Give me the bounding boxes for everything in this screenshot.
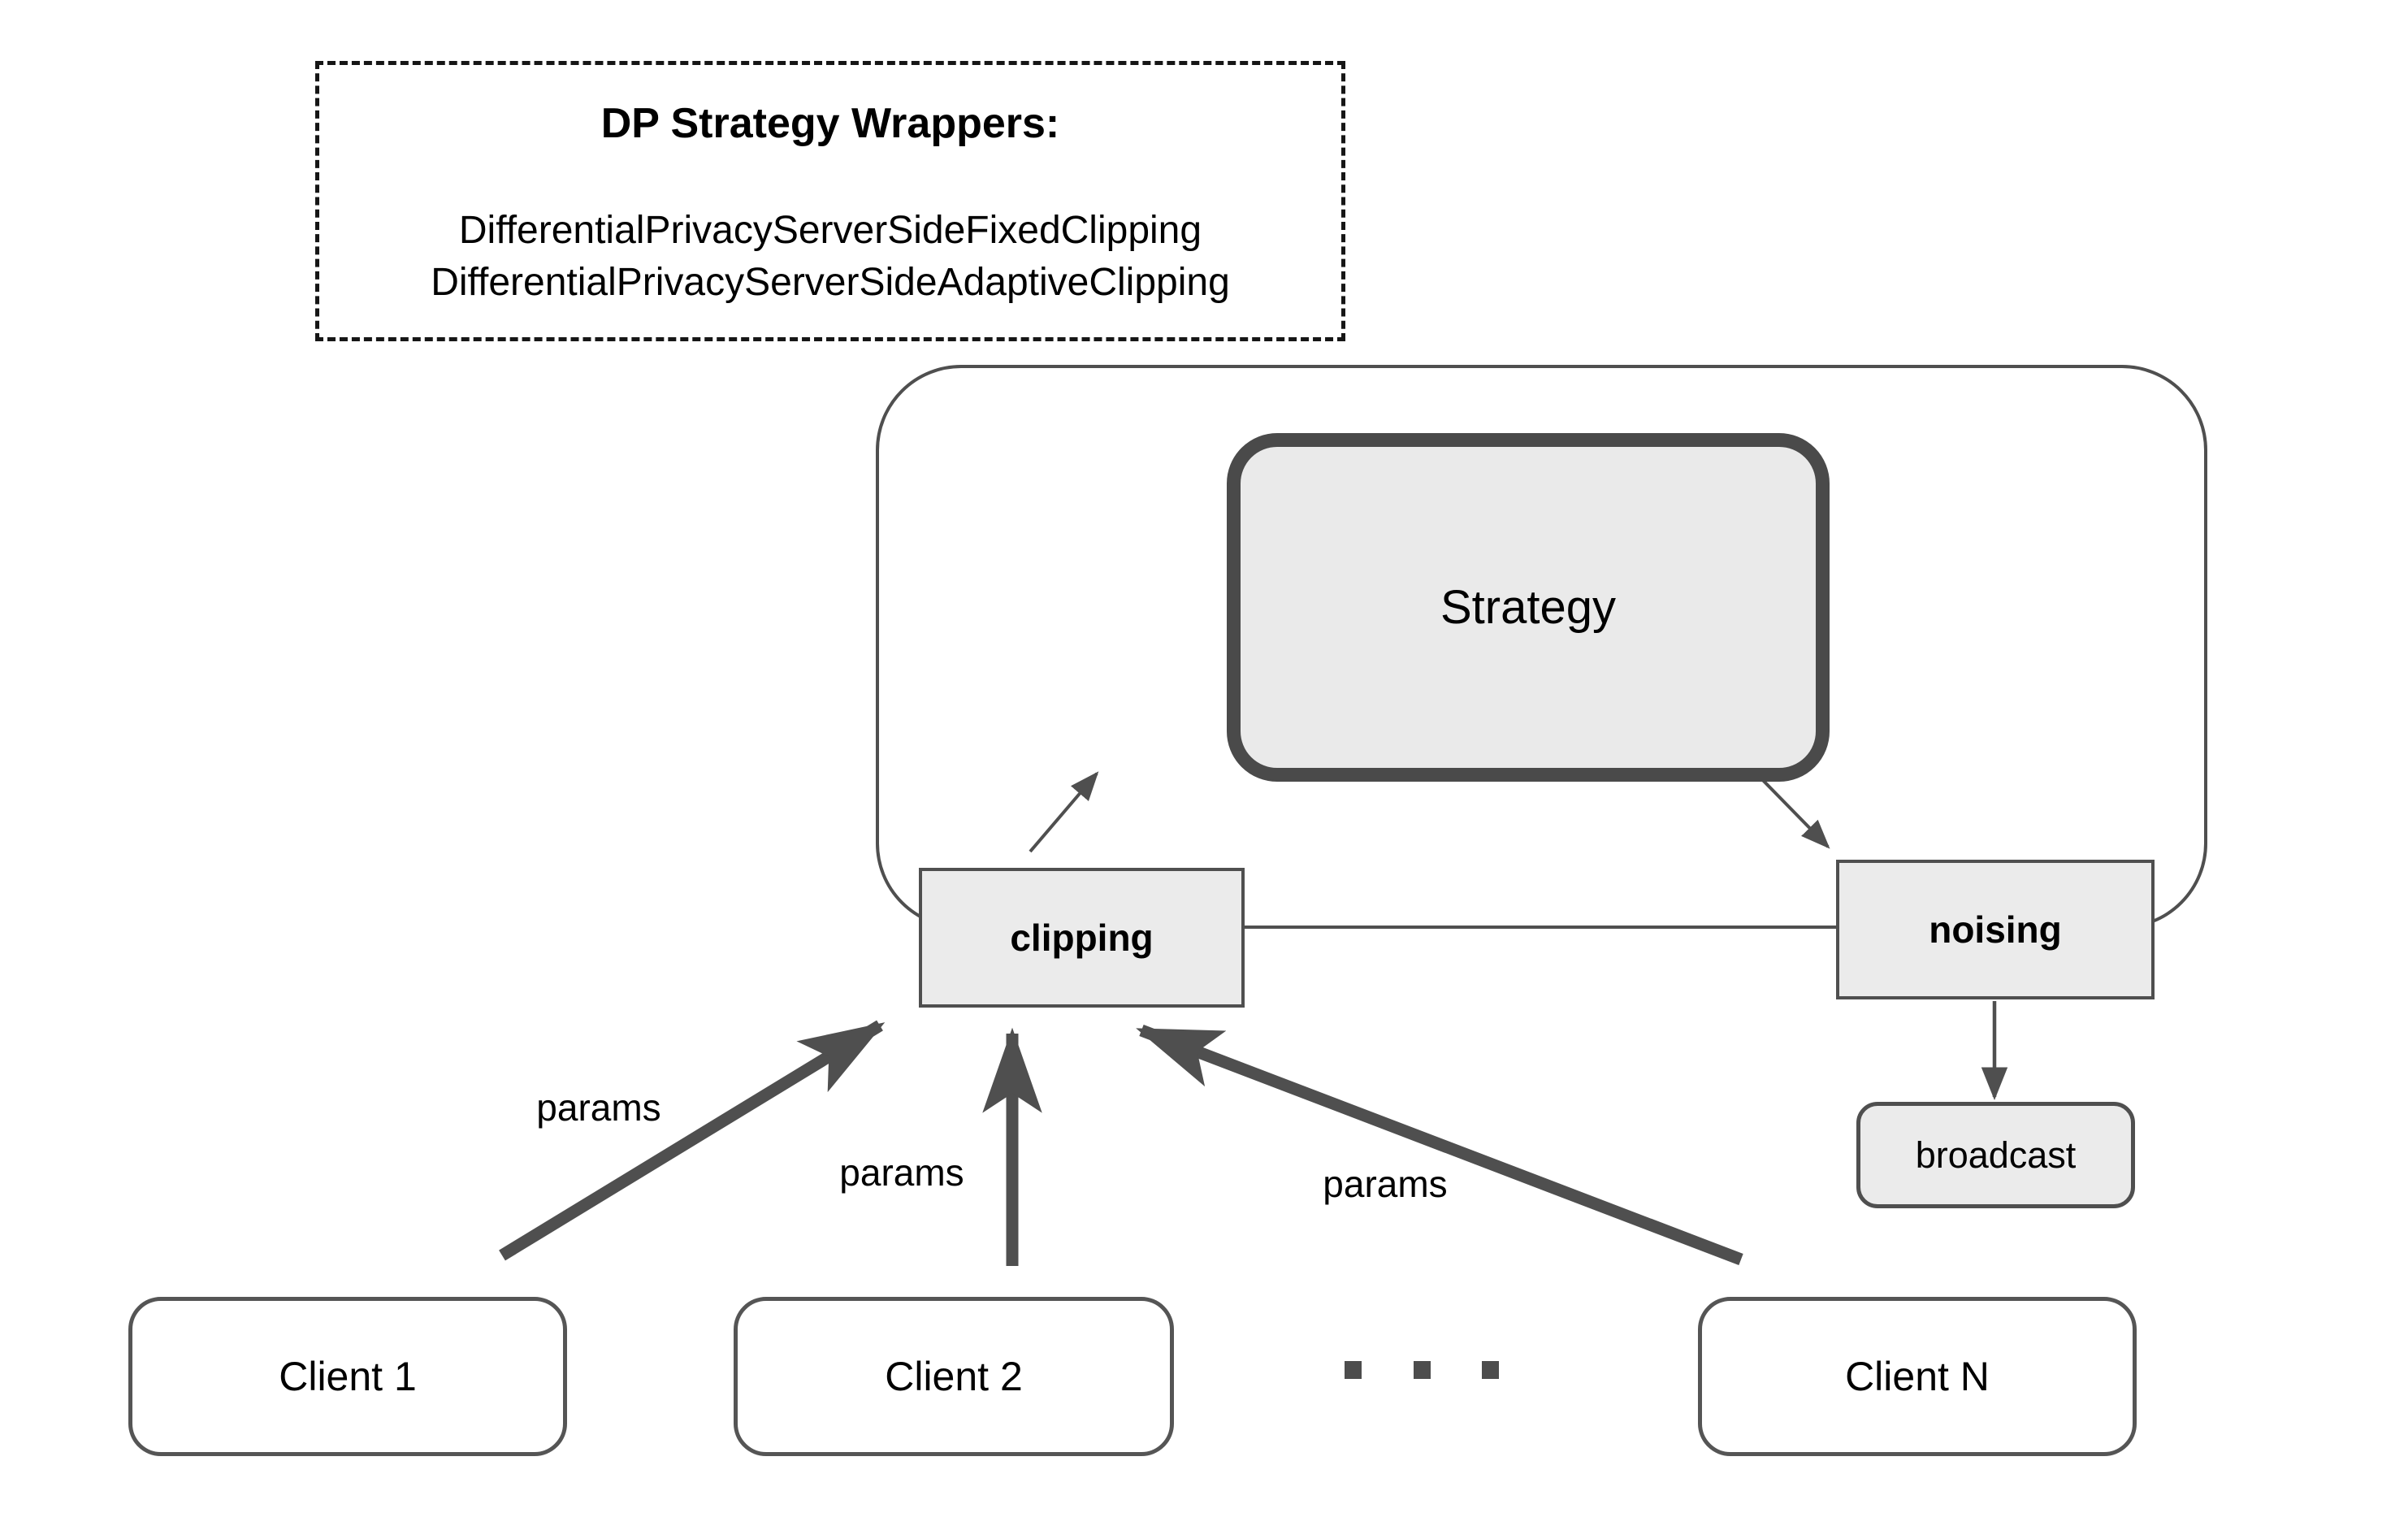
arrow-client1-params (499, 1020, 886, 1261)
wrapper-class-adaptive-clipping: DifferentialPrivacyServerSideAdaptiveCli… (431, 261, 1230, 304)
strategy-label: Strategy (1440, 581, 1616, 634)
arrow-strategy-to-noising (1752, 769, 1830, 849)
ellipsis-dots-icon (1345, 1361, 1499, 1379)
clipping-node: clipping (919, 868, 1245, 1008)
clipping-label: clipping (1010, 917, 1154, 959)
client-node-1: Client 1 (128, 1297, 567, 1456)
dp-wrapper-class-list: DifferentialPrivacyServerSideFixedClippi… (431, 205, 1230, 309)
client-2-label: Client 2 (885, 1354, 1023, 1399)
noising-label: noising (1929, 908, 2062, 951)
wrapper-class-fixed-clipping: DifferentialPrivacyServerSideFixedClippi… (458, 209, 1202, 252)
params-label-clientN: params (1323, 1163, 1448, 1205)
client-node-n: Client N (1698, 1297, 2137, 1456)
ellipsis-dot (1413, 1361, 1431, 1379)
arrow-clientN-params (1136, 1024, 1743, 1266)
arrow-clipping-to-strategy (1029, 771, 1099, 853)
ellipsis-dot (1345, 1361, 1362, 1379)
params-label-client1: params (536, 1086, 661, 1129)
broadcast-label: broadcast (1915, 1134, 2077, 1176)
broadcast-node: broadcast (1856, 1102, 2135, 1208)
ellipsis-dot (1482, 1361, 1499, 1379)
params-label-client2: params (839, 1151, 964, 1194)
server-container-outline (876, 365, 2207, 929)
client-node-2: Client 2 (734, 1297, 1174, 1456)
client-n-label: Client N (1845, 1354, 1990, 1399)
dp-wrappers-box: DP Strategy Wrappers: DifferentialPrivac… (315, 61, 1345, 341)
strategy-node: Strategy (1227, 433, 1830, 782)
dp-wrappers-title: DP Strategy Wrappers: (600, 100, 1060, 147)
client-1-label: Client 1 (279, 1354, 417, 1399)
noising-node: noising (1836, 860, 2155, 999)
